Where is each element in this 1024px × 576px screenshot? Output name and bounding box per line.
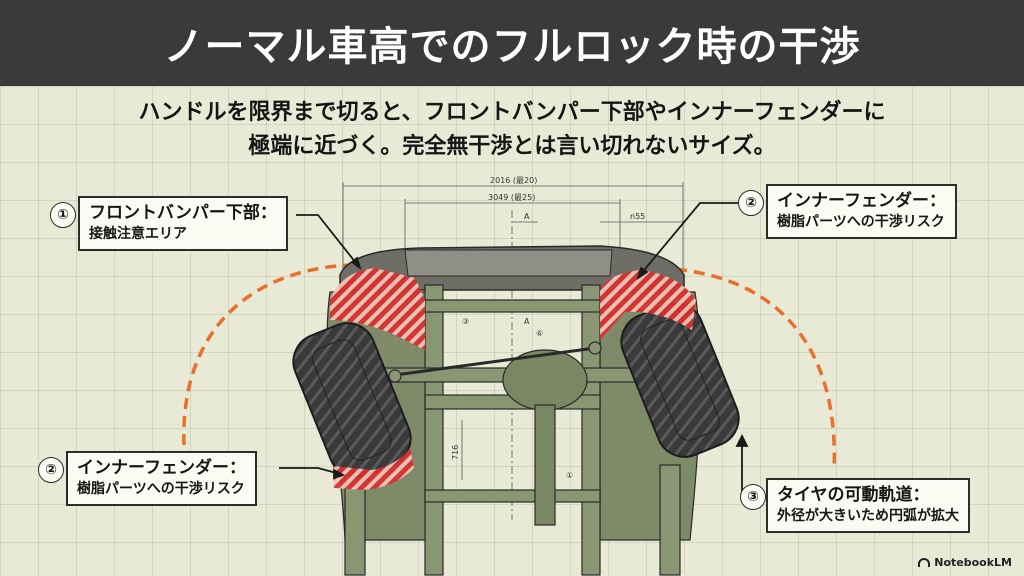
dim-overall: 2016 (最20) bbox=[490, 176, 537, 185]
interference-zone-fender-right bbox=[600, 270, 696, 340]
title-bar: ノーマル車高でのフルロック時の干渉 bbox=[0, 0, 1024, 86]
section-mark-top: A bbox=[524, 212, 530, 221]
subtitle-line-1: ハンドルを限界まで切ると、フロントバンパー下部やインナーフェンダーに bbox=[138, 100, 886, 125]
callout-fender-left-title: インナーフェンダー： bbox=[77, 458, 246, 478]
callout-number-tire-path: ③ bbox=[740, 484, 766, 510]
axle-assembly bbox=[384, 341, 641, 526]
callout-bumper: フロントバンパー下部： 接触注意エリア bbox=[78, 196, 288, 251]
interference-zone-bumper-left bbox=[330, 268, 425, 350]
callout-bumper-title: フロントバンパー下部： bbox=[89, 203, 277, 223]
dim-offset: n55 bbox=[630, 212, 645, 221]
callout-number-bumper: ① bbox=[50, 202, 76, 228]
callout-fender-right-sub: 樹脂パーツへの干渉リスク bbox=[777, 214, 945, 230]
section-mark-mid: A bbox=[524, 317, 530, 326]
callout-number-fender-right: ② bbox=[738, 190, 764, 216]
brand-name: NotebookLM bbox=[934, 556, 1012, 569]
subtitle-line-2: 極端に近づく。完全無干渉とは言い切れないサイズ。 bbox=[248, 134, 776, 159]
ladder-frame bbox=[344, 284, 681, 576]
subtitle: ハンドルを限界まで切ると、フロントバンパー下部やインナーフェンダーに 極端に近づ… bbox=[0, 96, 1024, 164]
callout-tire-path-title: タイヤの可動軌道： bbox=[777, 485, 930, 505]
callout-tire-path: タイヤの可動軌道： 外径が大きいため円弧が拡大 bbox=[766, 478, 970, 533]
interference-zone-fender-left bbox=[333, 448, 414, 490]
page-title: ノーマル車高でのフルロック時の干渉 bbox=[163, 24, 861, 70]
ref-mark-1: ① bbox=[566, 471, 573, 480]
callout-fender-right-title: インナーフェンダー： bbox=[777, 191, 946, 211]
callout-tire-path-sub: 外径が大きいため円弧が拡大 bbox=[777, 508, 959, 524]
ref-mark-6: ⑥ bbox=[536, 329, 543, 338]
callout-number-fender-left: ② bbox=[38, 457, 64, 483]
front-bumper bbox=[339, 245, 685, 291]
tire-swing-arc-right bbox=[639, 266, 837, 471]
notebooklm-logo-icon bbox=[918, 558, 931, 567]
callout-fender-left-sub: 樹脂パーツへの干渉リスク bbox=[77, 481, 245, 497]
ref-mark-3: ③ bbox=[462, 317, 469, 326]
dim-inner: 3049 (最25) bbox=[488, 193, 535, 202]
callout-fender-right: インナーフェンダー： 樹脂パーツへの干渉リスク bbox=[766, 184, 957, 239]
tire-swing-arc-left bbox=[182, 263, 351, 446]
callout-bumper-sub: 接触注意エリア bbox=[89, 226, 187, 242]
brand-watermark: NotebookLM bbox=[918, 556, 1012, 569]
dim-height: 716 bbox=[451, 445, 460, 460]
callout-fender-left: インナーフェンダー： 樹脂パーツへの干渉リスク bbox=[66, 451, 257, 506]
